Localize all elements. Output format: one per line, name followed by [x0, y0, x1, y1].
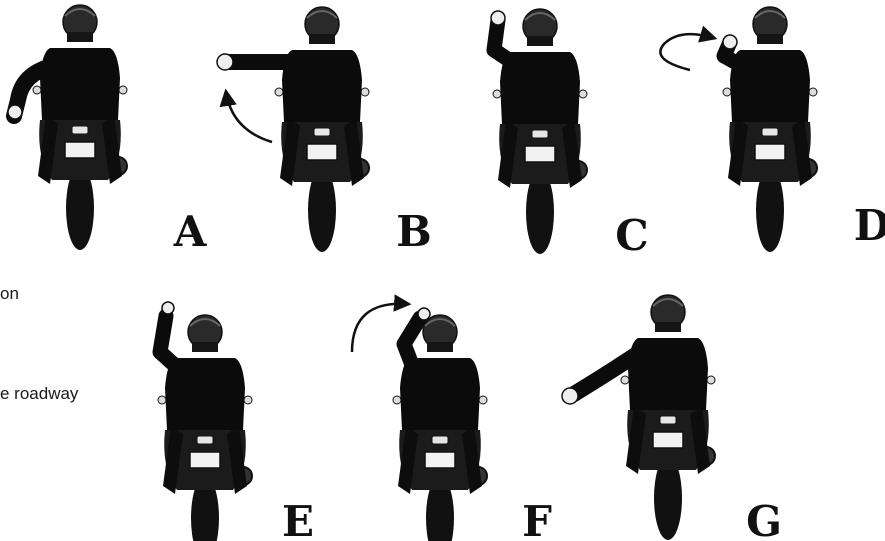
- figure-g-hand: [562, 388, 578, 404]
- figure-e-hand: [162, 302, 174, 314]
- side-text-fragment-2: e roadway: [0, 384, 78, 404]
- figure-c: C: [491, 9, 649, 260]
- figure-e-label: E: [282, 497, 314, 541]
- figure-b-label: B: [396, 207, 432, 256]
- figure-d-label: D: [854, 201, 885, 250]
- figure-d-hand: [723, 35, 737, 49]
- figure-g-label: G: [746, 497, 782, 541]
- side-text-fragment-1: on: [0, 284, 19, 304]
- figure-c-label: C: [615, 211, 648, 260]
- figure-c-arm: [494, 20, 512, 62]
- figure-f-hand: [418, 308, 430, 320]
- figure-b-hand: [217, 54, 233, 70]
- figure-b: B: [217, 7, 432, 256]
- figure-f: F: [352, 304, 552, 541]
- figure-f-arm: [404, 318, 420, 370]
- figure-e: E: [158, 302, 314, 541]
- figure-a-hand: [8, 105, 22, 119]
- figure-g: G: [562, 295, 782, 541]
- figure-e-arm: [160, 316, 180, 370]
- figure-f-label: F: [522, 497, 552, 541]
- figure-d-arrow: [660, 34, 714, 70]
- figure-d: D: [660, 7, 885, 252]
- figure-c-hand: [491, 11, 505, 25]
- figure-b-arrow: [226, 92, 272, 142]
- figure-a-label: A: [173, 207, 208, 256]
- figure-a: A: [8, 5, 208, 256]
